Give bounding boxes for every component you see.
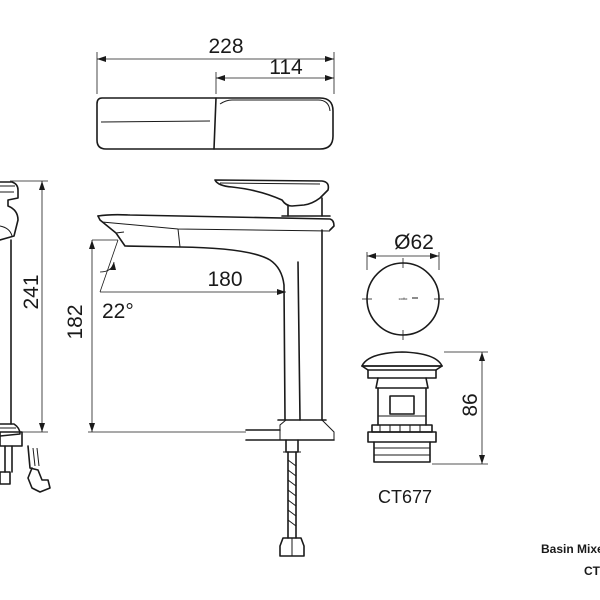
top-view-split-line [213,97,217,150]
dim-angle-label: 22° [102,300,134,323]
dim-114-label: 114 [269,56,303,79]
dim-182-label: 182 [64,304,87,339]
drain-tail [373,441,431,463]
dim-86: 86 [432,351,488,465]
left-view-lever [0,181,19,241]
left-side-view [0,181,51,493]
dim-180: 180 [100,268,286,295]
dim-182: 182 [64,239,246,433]
title-line-1: Basin Mixe [541,542,600,556]
dim-228-label: 228 [208,35,243,58]
supply-nut [279,537,305,557]
body-inner [297,261,301,421]
spout-top [97,213,335,231]
supply-fitting [285,439,299,453]
dim-62-label: Ø62 [394,231,434,254]
title-line-2: CT [584,564,600,578]
top-view-outline [96,97,334,150]
drain-body [377,387,427,426]
supply-pipe [287,451,297,539]
dim-62: Ø62 [366,231,440,270]
drain-model-label: CT677 [378,487,432,507]
top-view [96,97,334,150]
dim-241: 241 [10,180,48,433]
dim-114: 114 [215,56,334,94]
top-view-edge [100,120,211,123]
drain-plan-view: cotto [362,258,444,340]
left-view-hose-nut [27,445,51,493]
dim-228: 228 [96,35,335,94]
drain-cap [361,351,443,367]
drain-overflow-slot [389,395,415,415]
mixer-elevation [97,179,335,557]
dim-241-label: 241 [20,274,43,309]
top-view-handle-edge [219,99,331,112]
handle-stem [287,197,323,217]
drain-nut [371,424,433,433]
dim-86-label: 86 [459,393,482,416]
drain-flange [367,369,437,379]
drain-side-view [361,351,443,463]
dim-180-label: 180 [207,268,242,291]
body-base [279,419,335,441]
left-view-base [0,423,21,437]
dim-angle: 22° [99,239,134,323]
drain-cap-logo: cotto [399,296,408,301]
left-view-pipe [4,445,13,473]
spout [97,215,286,421]
